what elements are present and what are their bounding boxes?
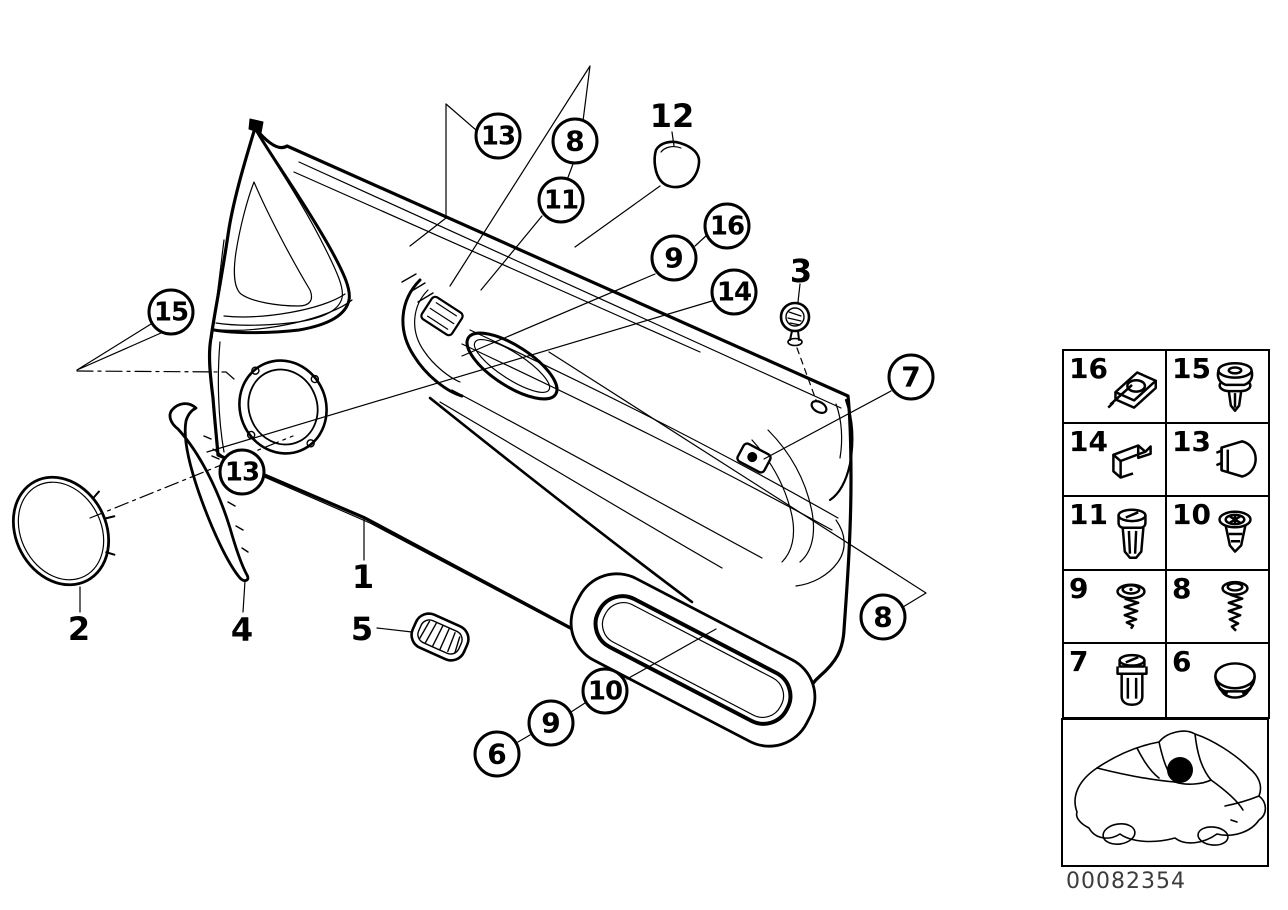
callout-circle-15[interactable]: 15 — [147, 288, 195, 336]
location-marker-dot — [1167, 757, 1193, 783]
legend-number: 6 — [1172, 644, 1192, 678]
speaker-ring — [238, 359, 328, 455]
callout-label-2[interactable]: 2 — [67, 610, 91, 648]
legend-number: 11 — [1069, 498, 1108, 532]
trim-strip-part — [168, 402, 250, 582]
map-pocket — [569, 572, 817, 748]
document-number: 00082354 — [1066, 869, 1186, 894]
legend-number: 7 — [1069, 644, 1089, 678]
leader-lines — [76, 65, 927, 743]
callout-circle-8[interactable]: 8 — [551, 117, 599, 165]
callout-circle-13[interactable]: 13 — [218, 448, 266, 496]
fastener-legend-table: 16 15 14 13 11 10 9 8 7 6 — [1062, 349, 1270, 719]
callout-label-3[interactable]: 3 — [789, 252, 813, 290]
expanding-rivet-icon — [1116, 653, 1148, 706]
metal-clip-icon — [1112, 444, 1152, 479]
callout-label-5[interactable]: 5 — [350, 610, 374, 648]
cover-cap-part — [653, 140, 701, 189]
blind-plug-icon — [1214, 661, 1256, 699]
door-opener-bezel — [401, 273, 464, 398]
legend-cell-6[interactable]: 6 — [1167, 644, 1268, 717]
lock-knob — [736, 442, 772, 474]
legend-number: 15 — [1172, 352, 1211, 385]
expanding-plug-icon — [1117, 508, 1147, 560]
legend-cell-14[interactable]: 14 — [1064, 424, 1167, 498]
legend-cell-13[interactable]: 13 — [1167, 424, 1268, 498]
callout-label-4[interactable]: 4 — [230, 611, 254, 649]
legend-cell-7[interactable]: 7 — [1064, 643, 1167, 717]
speed-nut-icon — [1106, 371, 1158, 409]
callout-circle-10[interactable]: 10 — [581, 667, 629, 715]
legend-cell-11[interactable]: 11 — [1064, 497, 1167, 571]
plastic-clip-icon — [1215, 440, 1257, 478]
callout-label-12[interactable]: 12 — [649, 97, 695, 135]
legend-number: 9 — [1069, 571, 1089, 605]
callout-circle-8[interactable]: 8 — [859, 593, 907, 641]
push-rivet-icon — [1216, 361, 1254, 412]
callout-circle-6[interactable]: 6 — [473, 730, 521, 778]
callout-circle-9[interactable]: 9 — [650, 234, 698, 282]
screw-grommet-icon — [1218, 510, 1252, 554]
legend-cell-16[interactable]: 16 — [1064, 351, 1167, 425]
legend-cell-9[interactable]: 9 — [1064, 570, 1167, 644]
legend-number: 16 — [1069, 352, 1108, 385]
legend-cell-15[interactable]: 15 — [1167, 351, 1268, 425]
car-outline — [1074, 730, 1267, 844]
callout-circle-13[interactable]: 13 — [474, 112, 522, 160]
door-lever-recess — [465, 331, 559, 401]
legend-number: 8 — [1172, 571, 1192, 605]
legend-number: 10 — [1172, 498, 1211, 532]
callout-circle-14[interactable]: 14 — [710, 268, 758, 316]
callout-circle-7[interactable]: 7 — [887, 353, 935, 401]
legend-number: 14 — [1069, 425, 1108, 459]
tapping-screw-icon — [1221, 580, 1249, 632]
washer-screw-icon — [1116, 583, 1146, 630]
tweeter-part — [779, 301, 828, 414]
callout-circle-9[interactable]: 9 — [527, 699, 575, 747]
legend-cell-10[interactable]: 10 — [1167, 497, 1268, 571]
callout-circle-11[interactable]: 11 — [537, 176, 585, 224]
callout-label-1[interactable]: 1 — [351, 558, 375, 596]
window-switch-part — [410, 612, 470, 662]
legend-number: 13 — [1172, 425, 1211, 459]
callout-circle-16[interactable]: 16 — [703, 202, 751, 250]
legend-cell-8[interactable]: 8 — [1167, 571, 1268, 644]
car-location-inset — [1061, 718, 1269, 867]
speaker-cover-part — [11, 475, 116, 587]
